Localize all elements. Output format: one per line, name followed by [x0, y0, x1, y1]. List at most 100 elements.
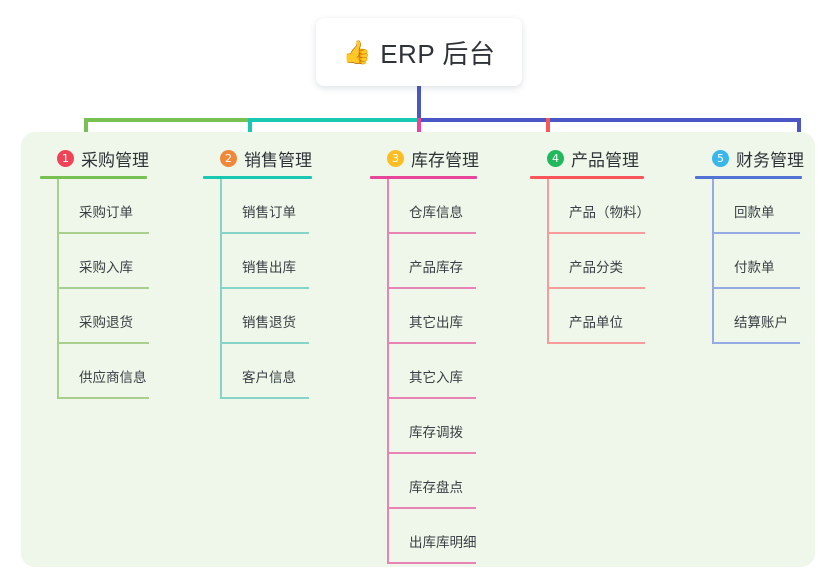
leaf-item-label: 产品（物料）	[569, 205, 650, 220]
column-badge-5: 5	[712, 149, 729, 167]
column-title-1: 采购管理	[81, 150, 149, 170]
leaf-item-label: 采购入库	[79, 260, 133, 275]
leaf-item[interactable]: 销售退货	[220, 289, 312, 344]
leaf-item[interactable]: 出库库明细	[387, 509, 479, 564]
leaf-item-rule	[57, 287, 149, 289]
leaf-item[interactable]: 付款单	[712, 234, 804, 289]
leaf-item[interactable]: 采购入库	[57, 234, 149, 289]
leaf-item[interactable]: 产品分类	[547, 234, 645, 289]
leaf-item-label: 其它出库	[409, 315, 463, 330]
leaf-item-label: 仓库信息	[409, 205, 463, 220]
column-rule-3	[370, 176, 477, 179]
leaf-item-label: 产品库存	[409, 260, 463, 275]
root-title: ERP 后台	[380, 38, 496, 69]
leaf-item-rule	[712, 342, 800, 344]
leaf-item-rule	[547, 287, 645, 289]
leaf-item-rule	[220, 342, 309, 344]
column-title-4: 产品管理	[571, 150, 639, 170]
column-items-1: 采购订单采购入库采购退货供应商信息	[40, 179, 149, 399]
column-spine-2	[220, 179, 222, 399]
column-rule-5	[695, 176, 802, 179]
leaf-item-rule	[712, 232, 800, 234]
column-1: 1 采购管理采购订单采购入库采购退货供应商信息	[40, 146, 149, 399]
diagram-panel	[21, 132, 815, 567]
column-items-2: 销售订单销售出库销售退货客户信息	[203, 179, 312, 399]
leaf-item[interactable]: 销售订单	[220, 179, 312, 234]
leaf-item[interactable]: 客户信息	[220, 344, 312, 399]
leaf-item-label: 其它入库	[409, 370, 463, 385]
column-header-3[interactable]: 3 库存管理	[370, 146, 479, 170]
column-spine-1	[57, 179, 59, 399]
leaf-item[interactable]: 采购退货	[57, 289, 149, 344]
leaf-item-label: 库存盘点	[409, 480, 463, 495]
leaf-item-rule	[547, 232, 645, 234]
leaf-item[interactable]: 结算账户	[712, 289, 804, 344]
column-rule-2	[203, 176, 312, 179]
column-items-4: 产品（物料） 产品分类产品单位	[530, 179, 650, 344]
leaf-item-rule	[57, 397, 149, 399]
column-badge-2: 2	[220, 149, 237, 167]
column-spine-3	[387, 179, 389, 564]
leaf-item-rule	[57, 342, 149, 344]
leaf-item-rule	[547, 342, 645, 344]
leaf-item-label: 销售出库	[242, 260, 296, 275]
leaf-item-rule	[57, 232, 149, 234]
leaf-item-rule	[387, 562, 476, 564]
leaf-item[interactable]: 产品单位	[547, 289, 645, 344]
leaf-item-label: 产品单位	[569, 315, 623, 330]
column-2: 2 销售管理销售订单销售出库销售退货客户信息	[203, 146, 312, 399]
leaf-item-label: 回款单	[734, 205, 775, 220]
column-badge-4: 4	[547, 149, 564, 167]
leaf-item-label: 采购退货	[79, 315, 133, 330]
column-header-1[interactable]: 1 采购管理	[40, 146, 149, 170]
column-rule-1	[40, 176, 147, 179]
column-5: 5 财务管理回款单付款单结算账户	[695, 146, 804, 344]
column-title-3: 库存管理	[411, 150, 479, 170]
leaf-item[interactable]: 回款单	[712, 179, 804, 234]
column-title-5: 财务管理	[736, 150, 804, 170]
leaf-item[interactable]: 产品（物料）	[547, 179, 650, 234]
leaf-item-label: 库存调拨	[409, 425, 463, 440]
leaf-item[interactable]: 供应商信息	[57, 344, 149, 399]
leaf-item-label: 产品分类	[569, 260, 623, 275]
leaf-item[interactable]: 其它出库	[387, 289, 479, 344]
column-header-2[interactable]: 2 销售管理	[203, 146, 312, 170]
leaf-item[interactable]: 库存盘点	[387, 454, 479, 509]
column-badge-1: 1	[57, 149, 74, 167]
leaf-item-rule	[220, 232, 309, 234]
leaf-item-rule	[712, 287, 800, 289]
column-header-5[interactable]: 5 财务管理	[695, 146, 804, 170]
leaf-item[interactable]: 库存调拨	[387, 399, 479, 454]
column-rule-4	[530, 176, 644, 179]
column-title-2: 销售管理	[244, 150, 312, 170]
leaf-item-label: 结算账户	[734, 315, 788, 330]
leaf-item-rule	[387, 232, 476, 234]
column-items-5: 回款单付款单结算账户	[695, 179, 804, 344]
leaf-item-label: 销售退货	[242, 315, 296, 330]
thumbs-up-icon: 👍	[342, 38, 372, 65]
column-spine-5	[712, 179, 714, 344]
leaf-item-rule	[387, 452, 476, 454]
leaf-item-label: 出库库明细	[409, 535, 477, 550]
leaf-item-rule	[387, 287, 476, 289]
leaf-item[interactable]: 其它入库	[387, 344, 479, 399]
leaf-item-label: 客户信息	[242, 370, 296, 385]
leaf-item[interactable]: 采购订单	[57, 179, 149, 234]
leaf-item-rule	[387, 342, 476, 344]
leaf-item-label: 供应商信息	[79, 370, 147, 385]
column-header-4[interactable]: 4 产品管理	[530, 146, 644, 170]
column-3: 3 库存管理仓库信息产品库存其它出库其它入库库存调拨库存盘点出库库明细	[370, 146, 479, 564]
leaf-item[interactable]: 仓库信息	[387, 179, 479, 234]
leaf-item-label: 采购订单	[79, 205, 133, 220]
leaf-item-label: 付款单	[734, 260, 775, 275]
column-badge-3: 3	[387, 149, 404, 167]
column-items-3: 仓库信息产品库存其它出库其它入库库存调拨库存盘点出库库明细	[370, 179, 479, 564]
leaf-item-rule	[220, 287, 309, 289]
root-node[interactable]: 👍 ERP 后台	[316, 18, 522, 86]
leaf-item[interactable]: 产品库存	[387, 234, 479, 289]
leaf-item-rule	[387, 507, 476, 509]
leaf-item-rule	[387, 397, 476, 399]
column-4: 4 产品管理产品（物料） 产品分类产品单位	[530, 146, 650, 344]
leaf-item[interactable]: 销售出库	[220, 234, 312, 289]
leaf-item-label: 销售订单	[242, 205, 296, 220]
